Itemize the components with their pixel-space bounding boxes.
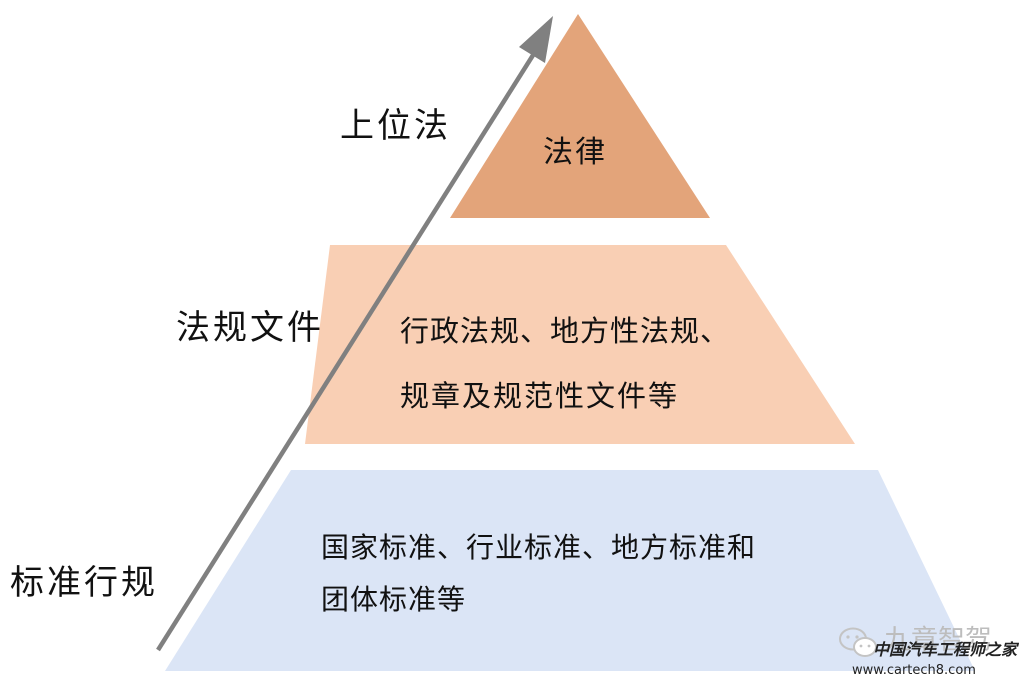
tier-bottom-line-2: 团体标准等 [321,583,467,616]
tier-middle-line-1: 行政法规、地方性法规、 [400,314,731,348]
tier-bottom-shape [165,470,975,671]
wechat-icon [839,627,877,657]
tier-bottom-line-1: 国家标准、行业标准、地方标准和 [321,531,757,564]
tier-top-shape [450,14,710,218]
arrow-head [519,16,553,63]
tier-top-label: 法律 [543,135,607,170]
tier-middle-shape [305,245,855,444]
watermark-brand: 九章智驾 [884,625,992,656]
watermark-site-name: 中国汽车工程师之家 [873,640,1018,659]
side-label-regulatory-documents: 法规文件 [176,308,324,348]
watermark-url: www.cartech8.com [852,663,976,678]
tier-middle-line-2: 规章及规范性文件等 [400,379,680,413]
side-label-standards: 标准行规 [10,563,158,603]
side-label-upper-law: 上位法 [340,106,451,146]
arrow-shaft [156,50,537,652]
